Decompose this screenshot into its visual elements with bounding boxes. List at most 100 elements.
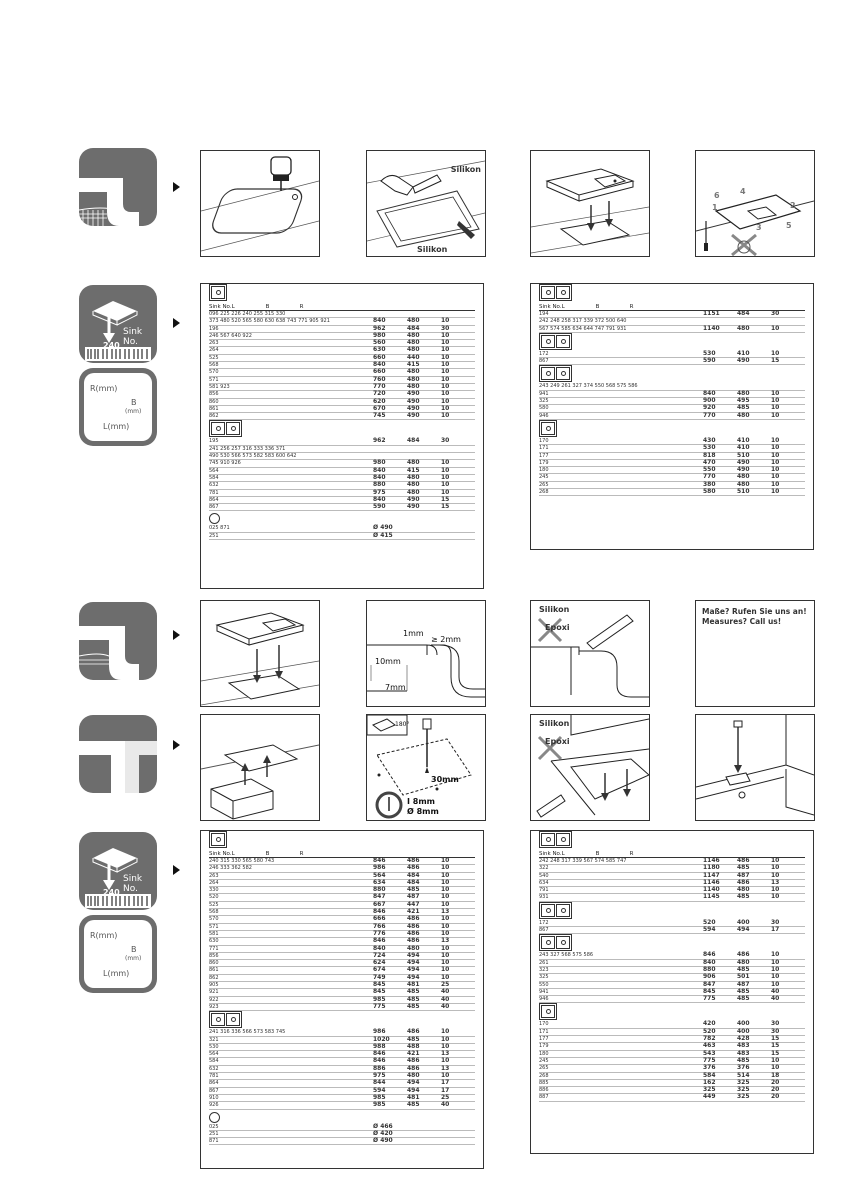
dimension-cell: 486 bbox=[737, 878, 750, 886]
dimension-cell bbox=[407, 533, 441, 539]
dimension-cell: 10 bbox=[771, 349, 780, 357]
dimension-cell: 10 bbox=[771, 444, 780, 452]
dimension-cell: 10 bbox=[441, 973, 450, 981]
dimension-cell: 10 bbox=[441, 922, 450, 930]
dimension-cell: 480 bbox=[737, 411, 750, 419]
order-6: 6 bbox=[714, 191, 720, 200]
sink-numbers-cell: 861 bbox=[209, 405, 219, 412]
dimension-cell: 770 bbox=[703, 473, 716, 481]
dimension-cell: 487 bbox=[737, 980, 750, 988]
dimension-cell: 530 bbox=[703, 349, 716, 357]
dimension-cell: 10 bbox=[771, 324, 780, 332]
panel-call-us: Maße? Rufen Sie uns an! Measures? Call u… bbox=[695, 600, 815, 707]
sink-numbers-cell: 325 bbox=[539, 974, 549, 981]
sink-numbers-cell: 860 bbox=[209, 398, 219, 405]
dimension-cell: 10 bbox=[441, 331, 450, 339]
dimension-cell: 847 bbox=[703, 980, 716, 988]
dimension-cell: 40 bbox=[771, 987, 780, 995]
round-bowl-symbol bbox=[209, 513, 220, 525]
dimension-cell: 10 bbox=[771, 864, 780, 872]
dimension-cell: 10 bbox=[771, 973, 780, 981]
dimension-cell: Ø 466 bbox=[373, 1122, 393, 1130]
sink-numbers-cell: 568 bbox=[209, 909, 219, 916]
step-arrow bbox=[173, 865, 180, 875]
dimension-cell: 10 bbox=[771, 473, 780, 481]
dimension-cell: 400 bbox=[737, 1020, 750, 1028]
sink-numbers-cell: 261 bbox=[539, 959, 549, 966]
dimension-cell: 10 bbox=[771, 480, 780, 488]
dimension-cell: 480 bbox=[407, 382, 420, 390]
dimension-cell: 484 bbox=[737, 310, 750, 317]
dimension-cell: 840 bbox=[703, 389, 716, 397]
sink-numbers-cell: 264 bbox=[209, 879, 219, 886]
sink-numbers-cell: 180 bbox=[539, 467, 549, 474]
dimension-cell: 840 bbox=[373, 944, 386, 952]
dimension-cell: 10 bbox=[441, 382, 450, 390]
sink-numbers-cell: 194 bbox=[539, 311, 549, 317]
dimension-cell: 10 bbox=[441, 346, 450, 354]
dimension-cell: 494 bbox=[737, 926, 750, 934]
dimension-cell: 410 bbox=[737, 444, 750, 452]
dimension-cell: 30 bbox=[771, 918, 780, 926]
dimension-cell: 494 bbox=[407, 966, 420, 974]
dimension-cell: 782 bbox=[703, 1035, 716, 1043]
sink-numbers-cell: 171 bbox=[539, 1028, 549, 1035]
panel-undermount-insert bbox=[200, 714, 320, 821]
dimension-cell: 846 bbox=[373, 1050, 386, 1058]
flush-mount-icon bbox=[79, 148, 157, 226]
sink-numbers-cell: 245 bbox=[539, 1057, 549, 1064]
sink-numbers-cell: 025 bbox=[209, 1123, 219, 1130]
dimension-cell: 485 bbox=[407, 1101, 420, 1109]
dimension-cell: 10 bbox=[441, 390, 450, 398]
dimension-cell: 900 bbox=[703, 397, 716, 405]
dimension-cell: 486 bbox=[407, 1064, 420, 1072]
sink-numbers-cell: 860 bbox=[209, 960, 219, 967]
sink-numbers-cell: 096 225 226 240 255 315 330 bbox=[209, 311, 286, 317]
dimension-cell: 749 bbox=[373, 973, 386, 981]
dimension-cell: 667 bbox=[373, 900, 386, 908]
dimension-cell: 10 bbox=[771, 857, 780, 864]
dimension-cell: 480 bbox=[737, 480, 750, 488]
dimension-cell: 480 bbox=[407, 459, 420, 467]
dimension-cell: 594 bbox=[703, 926, 716, 934]
dimension-cell: 480 bbox=[407, 1072, 420, 1080]
dimension-cell: 485 bbox=[737, 864, 750, 872]
dimension-cell: 480 bbox=[407, 339, 420, 347]
dimension-cell: Ø 490 bbox=[373, 1137, 393, 1145]
sink-numbers-cell: 745 910 926 bbox=[209, 460, 241, 467]
sink-numbers-cell: 520 bbox=[209, 894, 219, 901]
dimension-cell bbox=[771, 318, 805, 324]
dimension-cell: 10 bbox=[441, 412, 450, 420]
dimension-cell: 1020 bbox=[373, 1035, 390, 1043]
dimension-cell: 486 bbox=[407, 1057, 420, 1065]
dimension-cell: 846 bbox=[373, 857, 386, 864]
single-bowl-symbol bbox=[209, 831, 227, 848]
sink-numbers-cell: 923 bbox=[209, 1003, 219, 1010]
sink-code-label: 240 bbox=[103, 341, 120, 350]
dimension-cell: 660 bbox=[373, 353, 386, 361]
dimension-cell: 10 bbox=[441, 1035, 450, 1043]
